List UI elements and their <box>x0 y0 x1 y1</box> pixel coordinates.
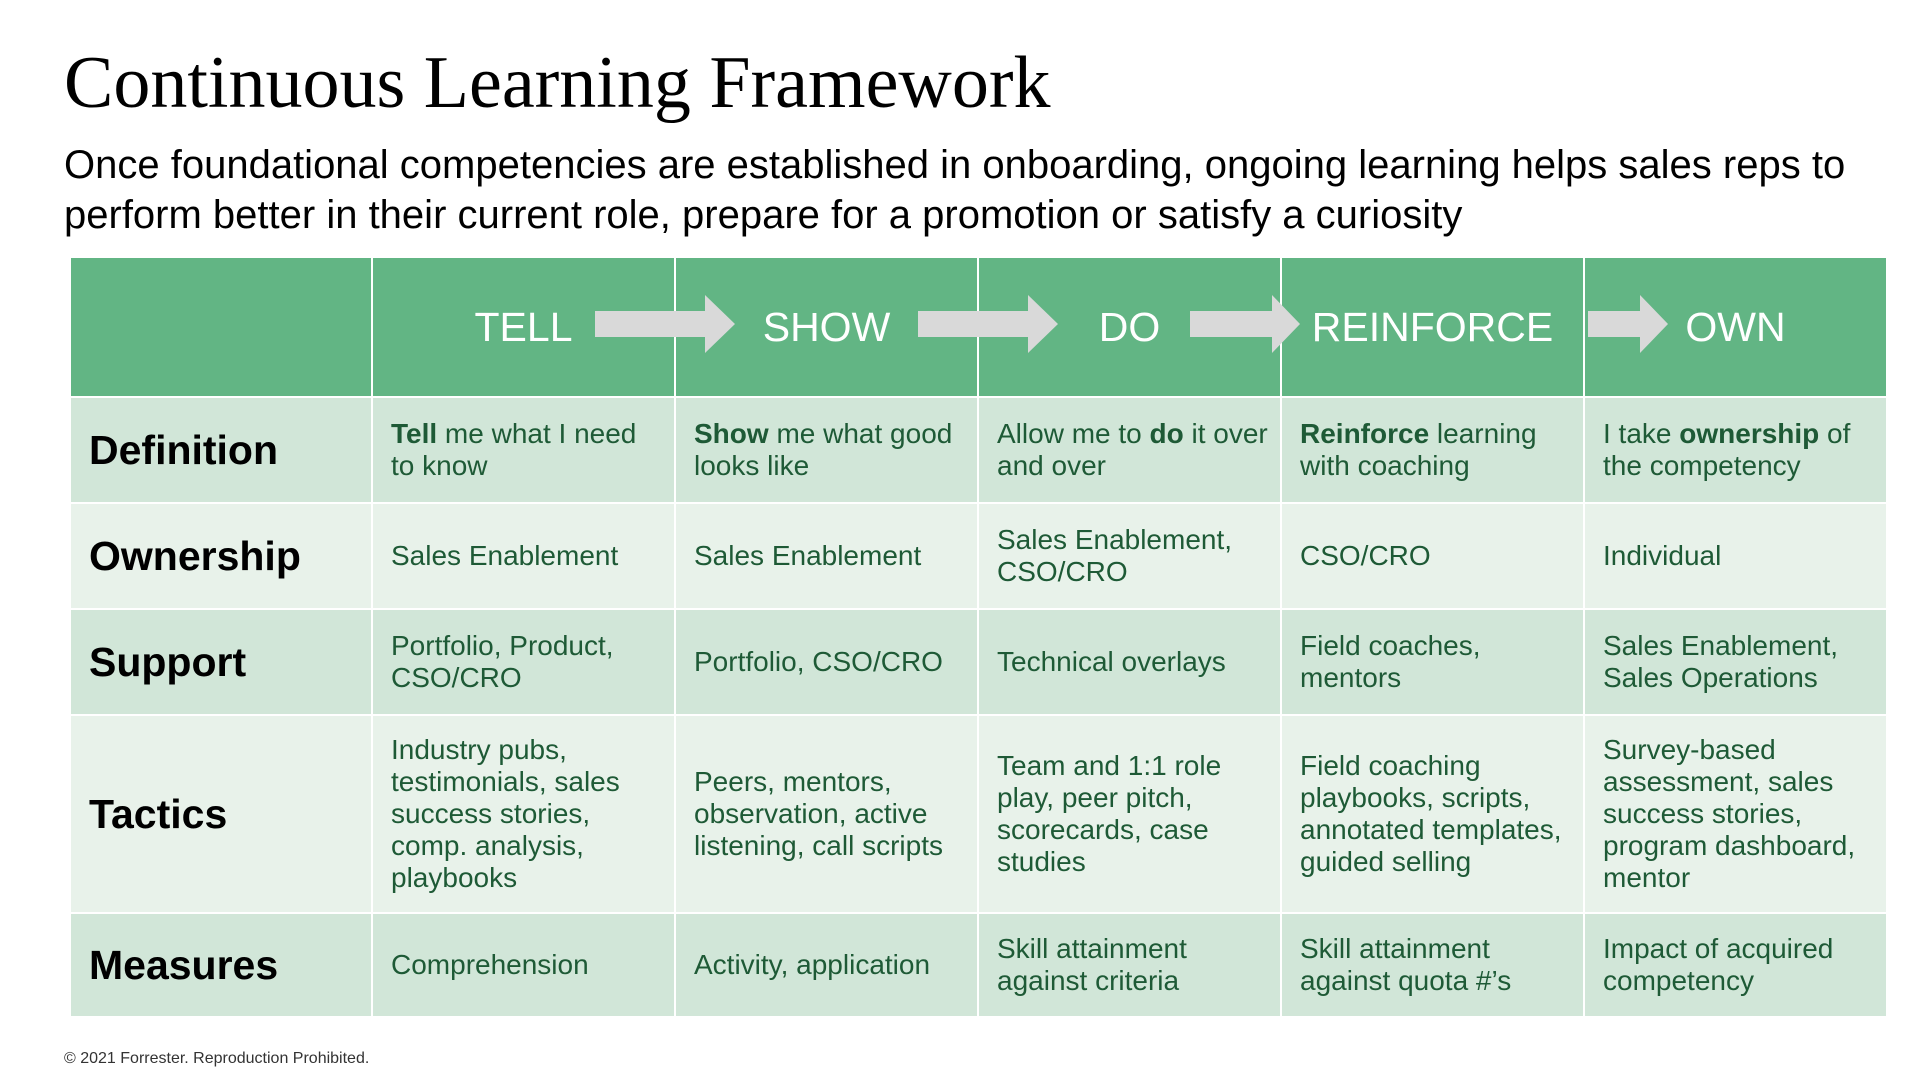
row-support: Support Portfolio, Product, CSO/CRO Port… <box>69 608 1888 716</box>
table-cell: Peers, mentors, observation, active list… <box>674 714 979 914</box>
table-cell: Technical overlays <box>977 608 1282 716</box>
arrow-right-icon <box>595 295 735 353</box>
arrow-right-icon <box>918 295 1058 353</box>
table-cell: Field coaching playbooks, scripts, annot… <box>1280 714 1585 914</box>
table-cell: Allow me to do it over and over <box>977 396 1282 504</box>
table-cell: Reinforce learning with coaching <box>1280 396 1585 504</box>
row-label: Tactics <box>69 714 373 914</box>
row-label: Definition <box>69 396 373 504</box>
table-cell: Field coaches, mentors <box>1280 608 1585 716</box>
header-corner <box>69 256 373 398</box>
table-cell: Team and 1:1 role play, peer pitch, scor… <box>977 714 1282 914</box>
table-cell: Sales Enablement, Sales Operations <box>1583 608 1888 716</box>
table-cell: Individual <box>1583 502 1888 610</box>
arrow-right-icon <box>1588 295 1668 353</box>
table-cell: CSO/CRO <box>1280 502 1585 610</box>
table-cell: Sales Enablement, CSO/CRO <box>977 502 1282 610</box>
page-subtitle: Once foundational competencies are estab… <box>64 143 1846 237</box>
row-label: Support <box>69 608 373 716</box>
table-cell: Impact of acquired competency <box>1583 912 1888 1018</box>
table-cell: Show me what good looks like <box>674 396 979 504</box>
table-cell: Industry pubs, testimonials, sales succe… <box>371 714 676 914</box>
copyright-footer: © 2021 Forrester. Reproduction Prohibite… <box>64 1050 370 1067</box>
page-title: Continuous Learning Framework <box>64 42 1051 124</box>
row-tactics: Tactics Industry pubs, testimonials, sal… <box>69 714 1888 914</box>
table-cell: Sales Enablement <box>674 502 979 610</box>
table-cell: Portfolio, CSO/CRO <box>674 608 979 716</box>
table-cell: I take ownership of the competency <box>1583 396 1888 504</box>
row-label: Ownership <box>69 502 373 610</box>
row-ownership: Ownership Sales Enablement Sales Enablem… <box>69 502 1888 610</box>
table-cell: Skill attainment against criteria <box>977 912 1282 1018</box>
row-measures: Measures Comprehension Activity, applica… <box>69 912 1888 1018</box>
row-definition: Definition Tell me what I need to know S… <box>69 396 1888 504</box>
table-cell: Skill attainment against quota #’s <box>1280 912 1585 1018</box>
table-cell: Portfolio, Product, CSO/CRO <box>371 608 676 716</box>
table-cell: Survey-based assessment, sales success s… <box>1583 714 1888 914</box>
arrow-right-icon <box>1190 295 1300 353</box>
column-header-reinforce: REINFORCE <box>1280 256 1585 398</box>
table-cell: Tell me what I need to know <box>371 396 676 504</box>
row-label: Measures <box>69 912 373 1018</box>
table-cell: Comprehension <box>371 912 676 1018</box>
table-cell: Activity, application <box>674 912 979 1018</box>
table-cell: Sales Enablement <box>371 502 676 610</box>
framework-table: TELL SHOW DO REINFORCE OWN Definition Te… <box>69 256 1888 1018</box>
